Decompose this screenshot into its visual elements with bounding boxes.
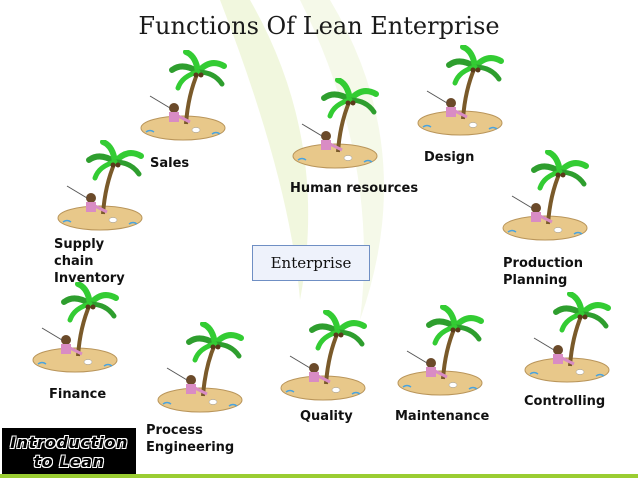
island-sales: [138, 50, 228, 145]
island-maintenance: [395, 305, 485, 400]
island-supply-chain: [55, 140, 145, 235]
center-node-label: Enterprise: [271, 254, 352, 272]
island-quality: [278, 310, 368, 405]
palm-island-icon: [155, 322, 245, 417]
palm-island-icon: [500, 150, 590, 245]
introduction-badge: Introduction to Lean: [2, 428, 136, 476]
node-label-process-engineering: Process Engineering: [146, 422, 234, 456]
palm-island-icon: [415, 45, 505, 140]
node-label-design: Design: [424, 149, 474, 166]
center-node-enterprise: Enterprise: [252, 245, 370, 281]
node-label-sales: Sales: [150, 155, 189, 172]
island-human-resources: [290, 78, 380, 173]
island-finance: [30, 282, 120, 377]
island-process-engineering: [155, 322, 245, 417]
palm-island-icon: [395, 305, 485, 400]
palm-island-icon: [290, 78, 380, 173]
palm-island-icon: [55, 140, 145, 235]
node-label-finance: Finance: [49, 386, 106, 403]
palm-island-icon: [138, 50, 228, 145]
badge-line-1: Introduction: [10, 433, 128, 452]
island-production-planning: [500, 150, 590, 245]
palm-island-icon: [522, 292, 612, 387]
palm-island-icon: [30, 282, 120, 377]
node-label-maintenance: Maintenance: [395, 408, 489, 425]
node-label-human-resources: Human resources: [290, 180, 418, 197]
bottom-accent-bar: [0, 474, 638, 478]
palm-island-icon: [278, 310, 368, 405]
badge-line-2: to Lean: [34, 452, 105, 471]
node-label-controlling: Controlling: [524, 393, 605, 410]
node-label-supply-chain: Supply chain Inventory: [54, 236, 125, 287]
node-label-quality: Quality: [300, 408, 353, 425]
island-controlling: [522, 292, 612, 387]
node-label-production-planning: Production Planning: [503, 255, 583, 289]
island-design: [415, 45, 505, 140]
page-title: Functions Of Lean Enterprise: [0, 12, 638, 40]
